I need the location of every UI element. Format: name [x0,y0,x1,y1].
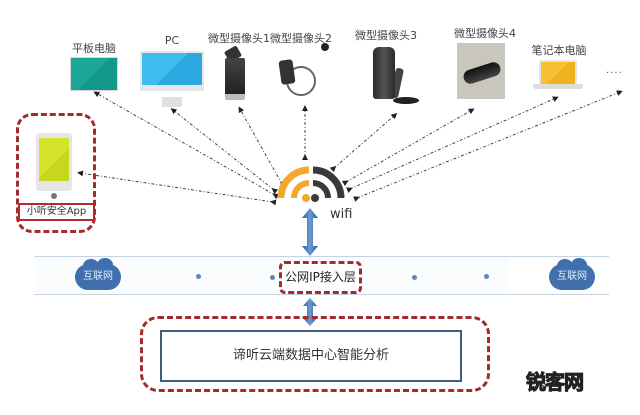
band-top-line-right [509,256,609,257]
phone-home-button [51,193,57,199]
watermark-logo: 锐客网 [526,366,585,395]
wifi-icon [277,166,345,202]
band-bottom-line [34,294,509,295]
cloud-label: 互联网 [557,271,587,282]
camera1-label: 微型摄像头1 [208,32,270,45]
laptop-icon [539,60,577,84]
laptop-label: 笔记本电脑 [531,44,587,57]
band-dot [196,274,201,279]
smartphone-icon [36,133,72,191]
app-label: 小听安全App [18,203,95,221]
band-dot [412,275,417,280]
camera4-label: 微型摄像头4 [454,27,516,40]
laptop-base [533,84,583,89]
internet-cloud-left: 互联网 [75,258,121,290]
public-ip-access-layer: 公网IP接入层 [279,261,362,294]
cable-camera-icon [278,59,296,85]
watermark-text-orange: 锐客 [526,370,566,395]
data-center-dashed-frame [140,316,490,392]
monitor-stand [162,97,182,107]
internet-cloud-right: 互联网 [549,258,595,290]
cloud-label: 互联网 [83,271,113,282]
desktop-monitor-icon [140,51,204,91]
tablet-label: 平板电脑 [72,42,116,55]
band-bottom-line-right [509,294,609,295]
watermark-text-white: 网 [564,370,585,395]
phone-screen [39,138,69,181]
more-devices-ellipsis: .... [606,65,623,76]
wifi-label: wifi [330,207,353,222]
band-dot [484,274,489,279]
band-dot [270,275,275,280]
camera-lens-icon [321,43,329,51]
tablet-icon [70,57,118,91]
data-center-box: 谛听云端数据中心智能分析 [160,330,462,382]
camera2-label: 微型摄像头2 [270,32,332,45]
camera-base [393,97,419,104]
pc-label: PC [164,34,180,47]
band-top-line [34,256,509,257]
lighter-camera-icon [225,58,245,100]
app-dashed-frame [16,113,96,233]
clip-camera-icon [373,47,395,99]
camera3-label: 微型摄像头3 [355,29,417,42]
